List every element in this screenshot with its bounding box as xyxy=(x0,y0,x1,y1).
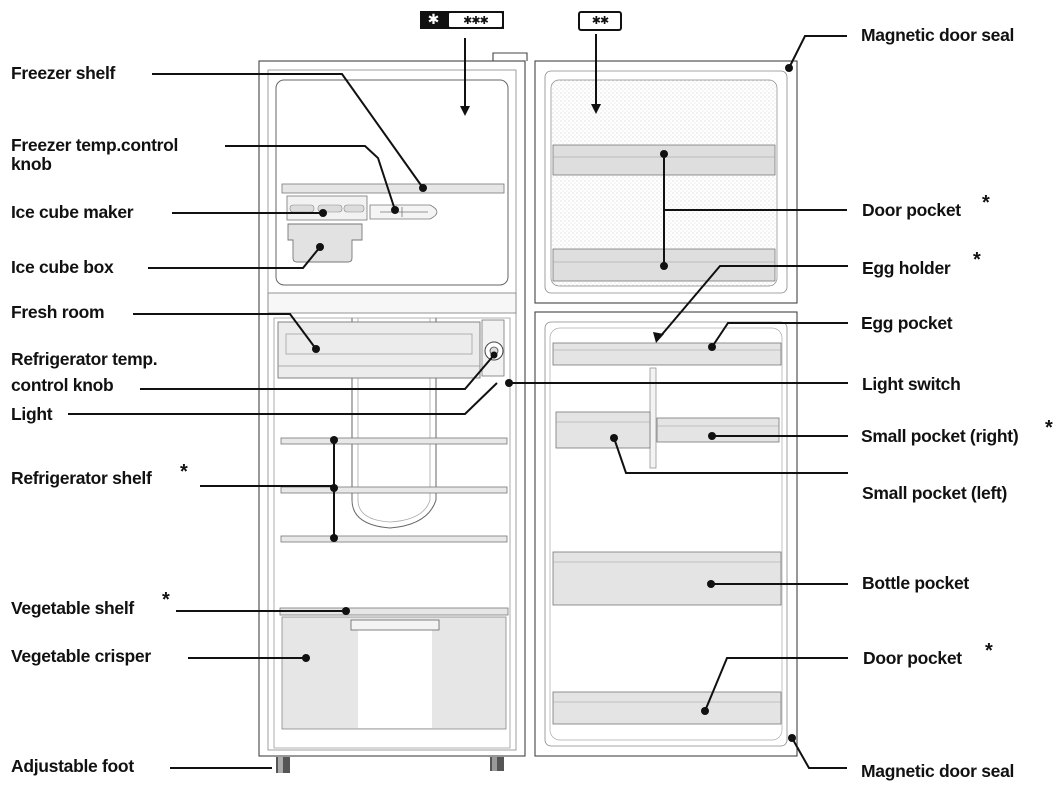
label-fresh-room: Fresh room xyxy=(11,302,105,322)
leader-magnetic-seal-bottom xyxy=(791,737,847,769)
door-pocket-bottom xyxy=(552,691,782,725)
leader-dots xyxy=(302,64,796,742)
door-stars-icon: ✱✱ xyxy=(591,14,609,27)
label-egg-holder: Egg holder xyxy=(862,258,951,278)
freezer-temp-control-knob xyxy=(369,204,438,220)
label-door-pocket-bottom: Door pocket xyxy=(863,648,962,668)
label-door-pocket-top: Door pocket xyxy=(862,200,961,220)
label-vegetable-shelf: Vegetable shelf xyxy=(11,598,134,618)
label-light-switch: Light switch xyxy=(862,374,961,394)
label-ice-cube-maker: Ice cube maker xyxy=(11,202,134,222)
label-adjustable-foot: Adjustable foot xyxy=(11,756,134,776)
freezer-stars-icon: ✱✱✱ xyxy=(448,12,503,28)
leader-door-pocket-bottom xyxy=(704,657,848,712)
vegetable-crisper xyxy=(281,616,507,730)
small-pocket-left xyxy=(555,411,651,449)
adjustable-feet xyxy=(276,757,504,773)
egg-pocket xyxy=(552,342,782,366)
small-pocket-right xyxy=(656,417,780,443)
arrowheads xyxy=(460,104,664,343)
asterisk-door-pocket-top: * xyxy=(982,192,990,214)
door-star-rating-badge: ✱✱ xyxy=(578,11,622,31)
label-magnetic-seal-bottom: Magnetic door seal xyxy=(861,761,1015,781)
label-vegetable-crisper: Vegetable crisper xyxy=(11,646,151,666)
refrigerator-shelves xyxy=(280,437,508,543)
label-refrigerator-shelf: Refrigerator shelf xyxy=(11,468,152,488)
leader-small-pocket-left xyxy=(613,437,848,474)
bottle-pocket xyxy=(552,551,782,606)
label-fridge-knob-line2: control knob xyxy=(11,375,114,395)
label-freezer-shelf: Freezer shelf xyxy=(11,63,116,83)
label-freezer-knob-line1: Freezer temp.control xyxy=(11,135,179,155)
freezer-star-rating-badge: ✱ ✱✱✱ xyxy=(420,11,504,29)
asterisk-vegetable-shelf: * xyxy=(162,589,170,611)
compartment-divider xyxy=(267,292,517,314)
leader-ice-cube-box xyxy=(148,246,321,269)
label-egg-pocket: Egg pocket xyxy=(861,313,953,333)
refrigerator-cabinet xyxy=(258,52,528,757)
fresh-room-drawer xyxy=(277,321,481,379)
asterisk-door-pocket-bottom: * xyxy=(985,640,993,662)
leader-magnetic-seal-top xyxy=(788,35,847,69)
label-fridge-knob-line1: Refrigerator temp. xyxy=(11,349,158,369)
label-bottle-pocket: Bottle pocket xyxy=(862,573,969,593)
label-freezer-knob-line2: knob xyxy=(11,154,52,174)
freezer-compartment xyxy=(275,79,509,286)
leader-freezer-shelf xyxy=(152,73,424,189)
leader-fridge-knob xyxy=(140,354,495,390)
refrigerator-temp-control-knob xyxy=(481,319,505,377)
ice-cube-maker xyxy=(286,195,368,221)
fresh-food-compartment xyxy=(273,317,511,749)
leader-egg-holder xyxy=(658,265,848,339)
leader-freezer-knob xyxy=(225,145,396,211)
label-ice-cube-box: Ice cube box xyxy=(11,257,114,277)
label-small-pocket-left: Small pocket (left) xyxy=(862,483,1008,503)
freezer-shelf xyxy=(281,183,505,194)
label-small-pocket-right: Small pocket (right) xyxy=(861,426,1019,446)
refrigerator-door xyxy=(534,311,798,757)
leader-fresh-room xyxy=(133,313,317,350)
snowflake-icon: ✱ xyxy=(427,12,440,28)
leader-egg-pocket xyxy=(711,322,848,348)
asterisk-egg-holder: * xyxy=(973,249,981,271)
leader-light xyxy=(68,382,498,415)
asterisk-refrigerator-shelf: * xyxy=(180,461,188,483)
asterisk-small-pocket-right: * xyxy=(1045,417,1053,439)
label-magnetic-seal-top: Magnetic door seal xyxy=(861,25,1015,45)
label-light: Light xyxy=(11,404,53,424)
ice-cube-box xyxy=(287,223,363,263)
leader-lines xyxy=(68,34,848,769)
